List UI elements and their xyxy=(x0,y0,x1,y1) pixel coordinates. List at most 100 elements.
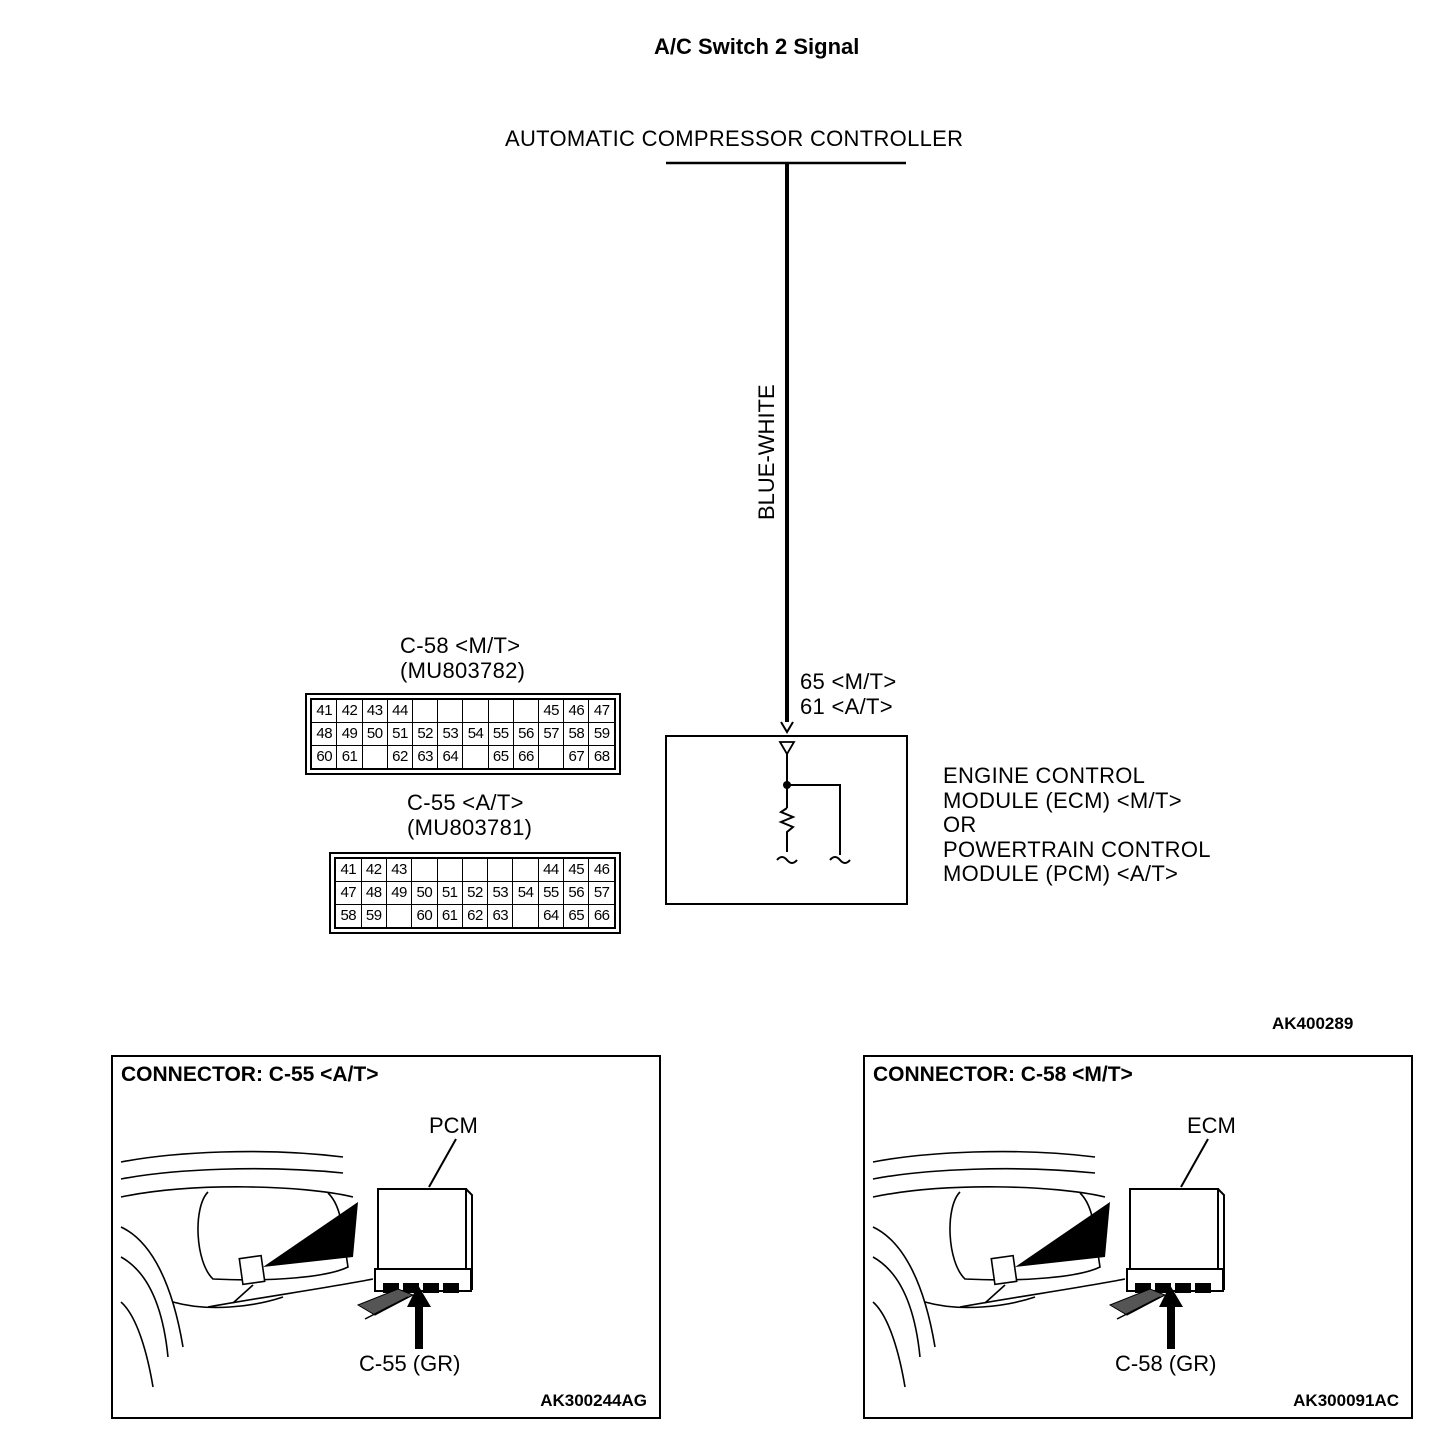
pin-cell: 62 xyxy=(386,745,414,770)
pin-cell: 51 xyxy=(436,881,463,905)
connector-location-panel-c55: CONNECTOR: C-55 <A/T> PCM C-55 (GR) AK3 xyxy=(111,1055,661,1419)
pin-cell: 61 xyxy=(336,745,363,770)
pin-cell: 45 xyxy=(538,698,565,723)
pin-cell-empty xyxy=(487,698,514,723)
module-callout: ECM xyxy=(1187,1113,1236,1138)
pin-cell: 56 xyxy=(563,881,590,905)
pin-cell: 60 xyxy=(411,904,438,929)
pin-cell: 66 xyxy=(588,904,616,929)
pin-cell-empty xyxy=(512,857,539,882)
connector-callout: C-58 (GR) xyxy=(1115,1351,1217,1376)
pin-cell: 53 xyxy=(487,881,514,905)
pin-cell: 58 xyxy=(563,722,590,746)
pin-cell: 62 xyxy=(461,904,489,929)
pin-cell: 67 xyxy=(563,745,590,770)
pin-cell-empty xyxy=(512,698,540,723)
pin-cell-empty xyxy=(512,904,539,928)
module-label-line: MODULE (ECM) <M/T> xyxy=(943,787,1182,813)
dashboard-illustration xyxy=(872,1138,1225,1388)
pin-cell: 57 xyxy=(538,722,565,746)
c58-name: C-58 <M/T> xyxy=(400,633,521,658)
dashboard-illustration xyxy=(120,1138,473,1388)
pin-cell: 54 xyxy=(462,722,489,746)
panel-title: CONNECTOR: C-55 <A/T> xyxy=(121,1063,379,1086)
pin-cell: 55 xyxy=(537,881,565,905)
pin-cell: 48 xyxy=(360,881,387,905)
pin-cell: 45 xyxy=(563,857,590,882)
pin-cell: 55 xyxy=(487,722,514,746)
pin-cell: 50 xyxy=(361,722,388,746)
pin-cell: 50 xyxy=(411,881,438,905)
panel-code: AK300244AG xyxy=(540,1391,647,1410)
pin-cell-empty xyxy=(462,698,489,723)
pin-cell: 44 xyxy=(537,857,565,882)
compressor-controller-label: AUTOMATIC COMPRESSOR CONTROLLER xyxy=(505,126,964,151)
pin-cell: 46 xyxy=(588,857,616,882)
diagram-code: AK400289 xyxy=(1272,1014,1354,1033)
terminal-label-at: 61 <A/T> xyxy=(800,694,893,719)
pin-cell: 63 xyxy=(412,745,439,770)
module-label-line: OR xyxy=(943,812,977,837)
pin-cell: 63 xyxy=(487,904,514,929)
module-label-line: MODULE (PCM) <A/T> xyxy=(943,861,1179,886)
pin-cell: 52 xyxy=(461,881,489,905)
pin-cell: 47 xyxy=(588,698,616,723)
pin-cell: 65 xyxy=(563,904,590,929)
pin-cell: 46 xyxy=(563,698,590,723)
c55-part: (MU803781) xyxy=(407,815,533,840)
pin-cell-empty xyxy=(462,745,489,769)
pin-cell: 41 xyxy=(334,857,362,882)
pin-cell: 56 xyxy=(512,722,540,746)
pin-cell: 52 xyxy=(412,722,439,746)
pin-cell: 49 xyxy=(385,881,413,905)
pin-cell: 64 xyxy=(537,904,565,929)
pin-cell-empty xyxy=(385,904,413,928)
panel-code: AK300091AC xyxy=(1293,1391,1399,1410)
schematic-lines xyxy=(665,161,908,905)
module-callout: PCM xyxy=(429,1113,478,1138)
c55-name: C-55 <A/T> xyxy=(407,790,524,815)
pin-cell: 68 xyxy=(588,745,616,770)
pin-cell: 54 xyxy=(512,881,539,905)
pin-cell: 66 xyxy=(512,745,540,770)
panel-title: CONNECTOR: C-58 <M/T> xyxy=(873,1063,1133,1086)
pin-cell: 58 xyxy=(334,904,362,929)
c58-part: (MU803782) xyxy=(400,658,526,683)
pin-cell-empty xyxy=(411,857,438,882)
pin-cell-empty xyxy=(487,857,514,882)
pin-cell: 64 xyxy=(437,745,464,770)
pin-cell-empty xyxy=(436,857,463,882)
pin-cell: 60 xyxy=(310,745,338,770)
wire-color-label: BLUE-WHITE xyxy=(754,384,779,520)
pin-cell: 59 xyxy=(588,722,616,746)
connector-location-panel-c58: CONNECTOR: C-58 <M/T> ECM C-58 (GR) AK3 xyxy=(863,1055,1413,1419)
pin-cell: 42 xyxy=(336,698,363,723)
pin-cell: 61 xyxy=(436,904,463,929)
pin-cell: 47 xyxy=(334,881,362,905)
page-title: A/C Switch 2 Signal xyxy=(654,34,860,59)
pin-cell: 43 xyxy=(361,698,388,723)
pin-cell: 57 xyxy=(588,881,616,905)
connector-callout: C-55 (GR) xyxy=(359,1351,461,1376)
pin-cell: 42 xyxy=(360,857,387,882)
pin-cell: 41 xyxy=(310,698,338,723)
pin-cell: 51 xyxy=(386,722,414,746)
pin-cell-empty xyxy=(461,857,489,882)
pin-cell-empty xyxy=(361,745,388,769)
pin-cell: 65 xyxy=(487,745,514,770)
pin-cell-empty xyxy=(538,745,565,769)
pin-cell: 44 xyxy=(386,698,414,723)
pin-cell: 48 xyxy=(310,722,338,746)
module-label-line: ENGINE CONTROL xyxy=(943,763,1146,788)
module-label-line: POWERTRAIN CONTROL xyxy=(943,836,1211,862)
pin-cell: 53 xyxy=(437,722,464,746)
module-label: ENGINE CONTROL MODULE (ECM) <M/T> OR POW… xyxy=(943,763,1211,887)
pin-cell-empty xyxy=(412,698,439,723)
